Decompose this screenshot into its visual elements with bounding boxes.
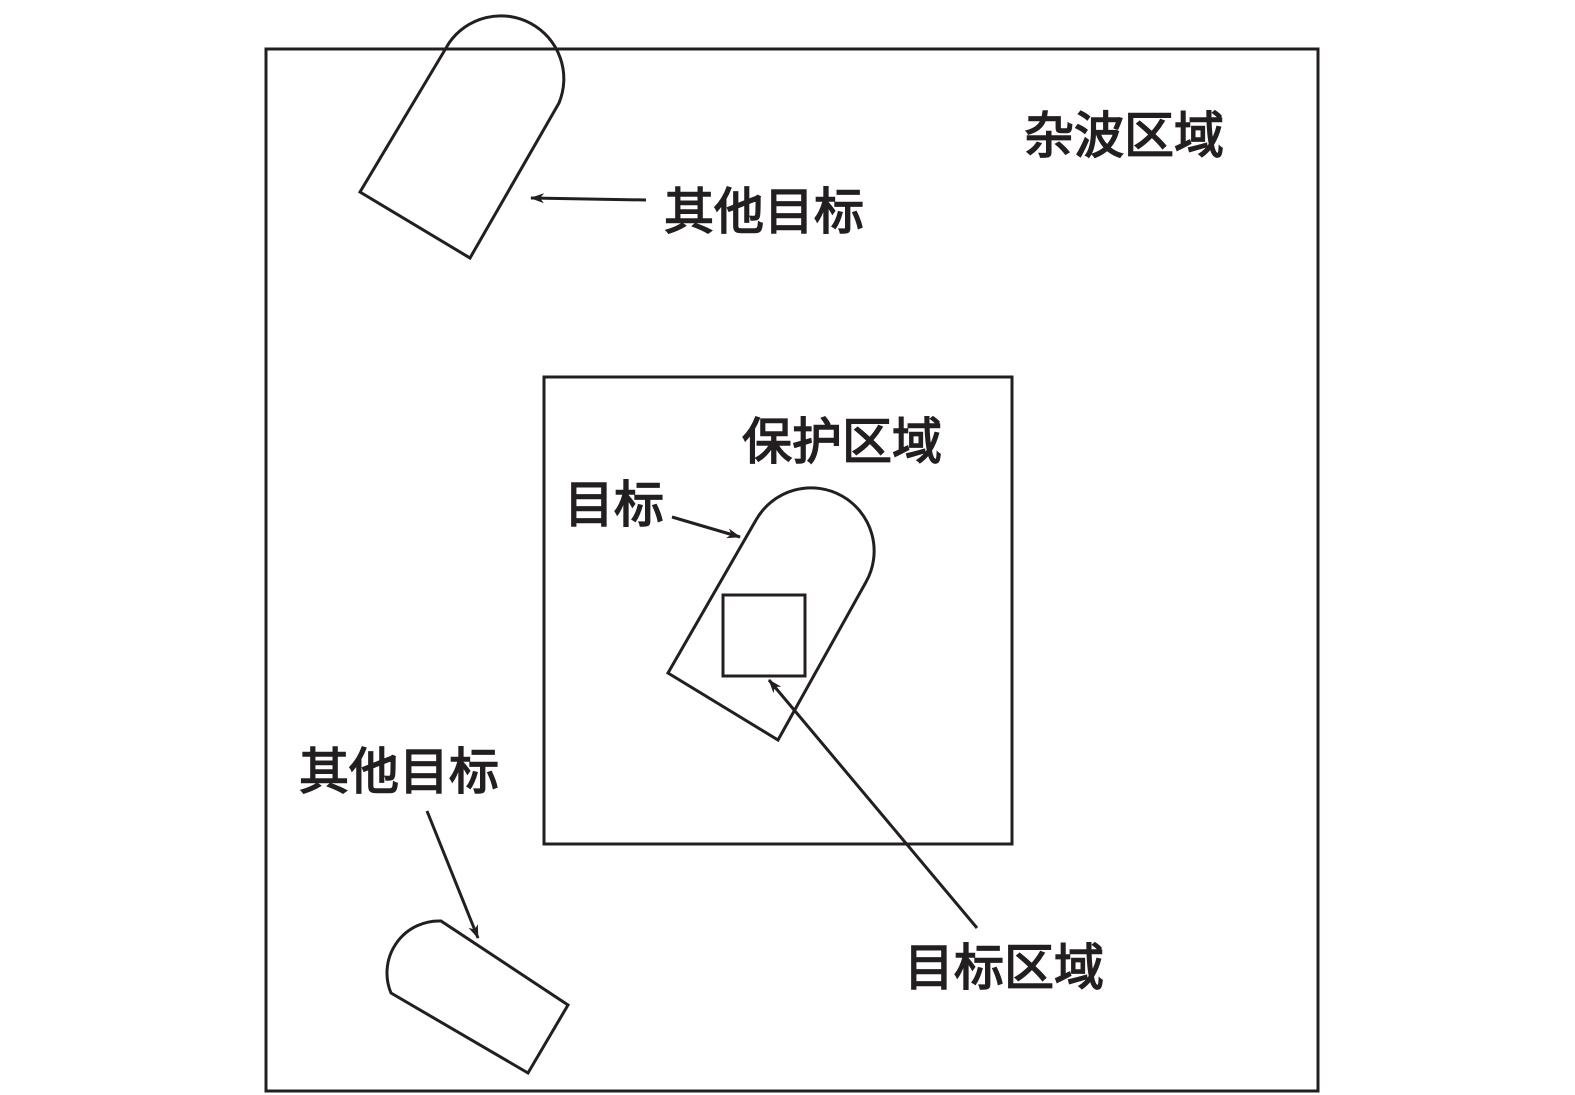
other-target-bottom-label: 其他目标	[299, 742, 499, 801]
target-region-box	[721, 593, 807, 678]
target-label: 目标	[564, 475, 664, 534]
arrow-target-region	[767, 679, 979, 929]
target-region-label: 目标区域	[904, 938, 1104, 997]
protection-region-label: 保护区域	[742, 412, 942, 471]
arrow-other-target-bottom	[425, 810, 480, 939]
clutter-region-label: 杂波区域	[1024, 106, 1224, 165]
other-target-top-label: 其他目标	[664, 182, 864, 241]
target-shape	[665, 486, 876, 743]
clutter-region-box	[264, 47, 1320, 1093]
arrow-target	[671, 515, 741, 539]
arrow-other-target-top	[530, 193, 647, 204]
other-target-bottom-shape	[385, 919, 571, 1076]
other-target-top-shape	[357, 14, 566, 261]
protection-region-box	[542, 375, 1014, 846]
